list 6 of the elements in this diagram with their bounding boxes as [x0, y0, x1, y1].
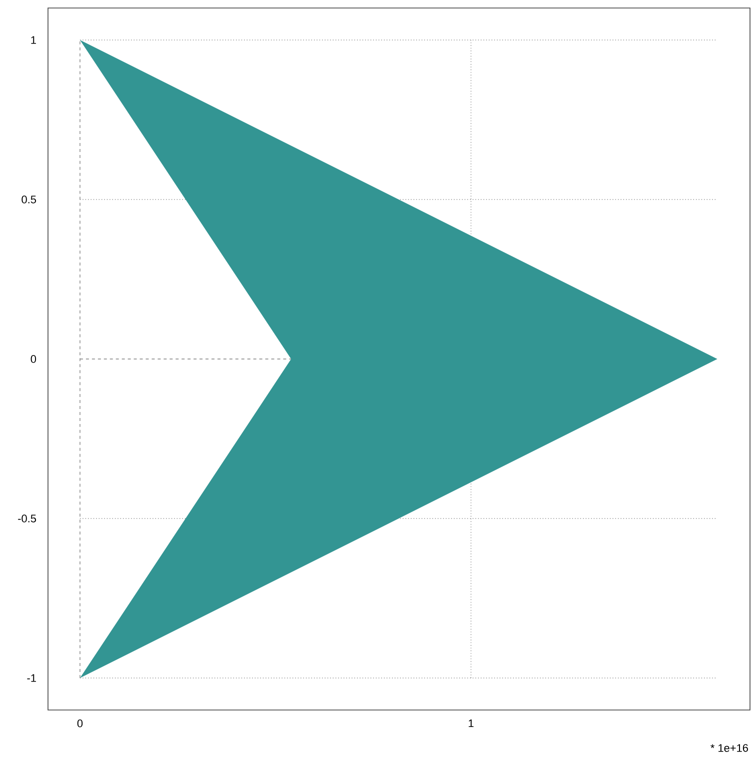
y-tick-label: 0	[30, 355, 36, 363]
y-tick-label: -0.5	[18, 514, 36, 522]
axis-multiplier: * 1e+16	[710, 744, 748, 752]
y-tick-label: -1	[27, 674, 36, 682]
y-tick-label: 0.5	[22, 196, 36, 204]
y-tick-label: 1	[31, 36, 36, 44]
